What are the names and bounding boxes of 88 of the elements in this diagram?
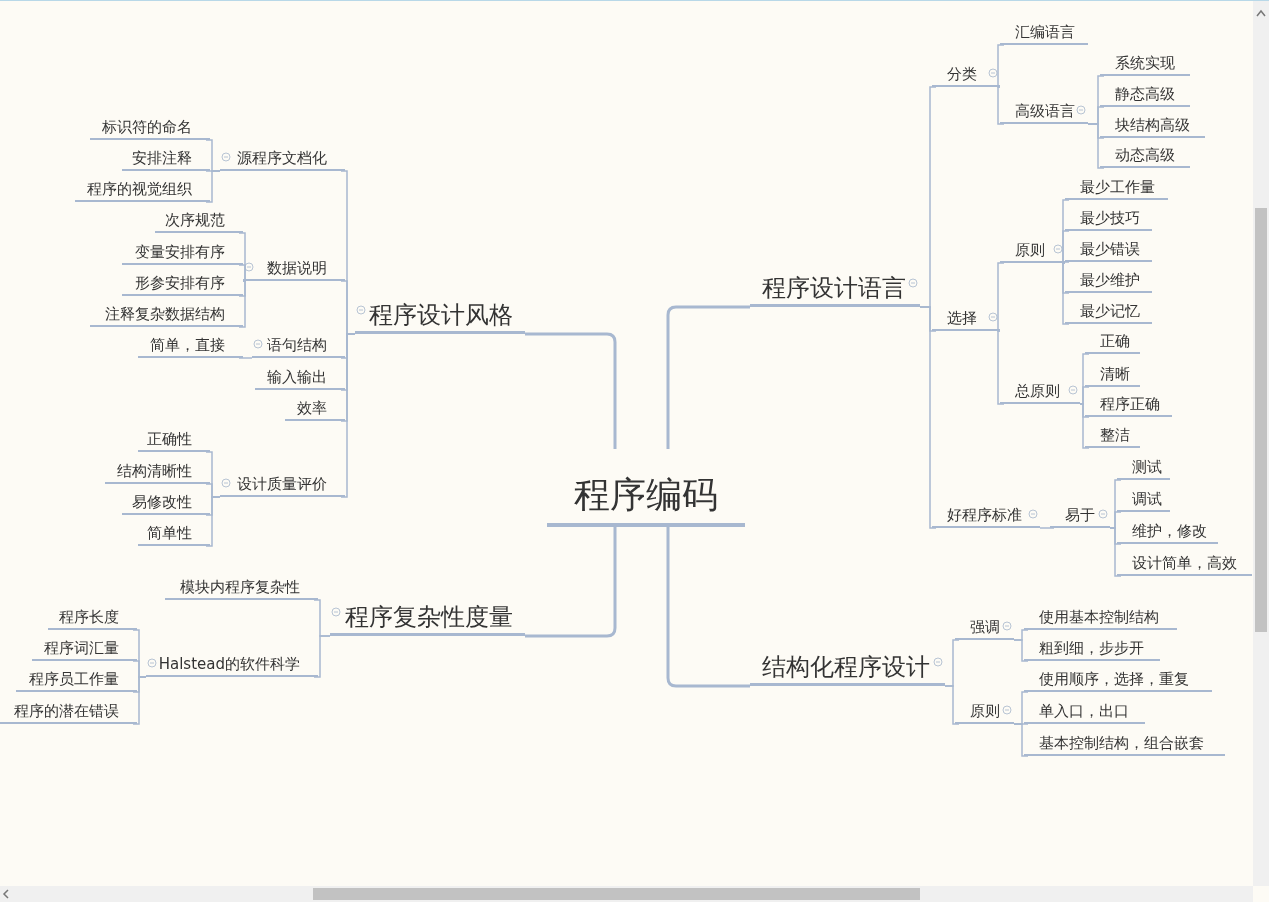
topic-text: 使用顺序，选择，重复 <box>1039 670 1189 687</box>
connector-line <box>525 527 617 638</box>
connector-line <box>1087 123 1105 169</box>
topic-text: 分类 <box>947 65 977 82</box>
topic-text: 安排注释 <box>132 149 192 166</box>
topic-text: 程序的潜在错误 <box>14 702 119 719</box>
topic-text: 基本控制结构，组合嵌套 <box>1039 734 1204 751</box>
topic-text: 调试 <box>1132 490 1162 507</box>
topic-text: 程序长度 <box>59 608 119 625</box>
topic-text: 最少工作量 <box>1080 178 1155 195</box>
connector-line <box>132 676 147 725</box>
topic-text: 形参安排有序 <box>135 274 225 291</box>
connector-line <box>666 527 750 688</box>
topic-text: 结构化程序设计 <box>762 653 930 680</box>
connector-line <box>997 86 1005 125</box>
topic-text: 最少错误 <box>1080 240 1140 257</box>
topic-text: 变量安排有序 <box>135 243 225 260</box>
topic-text: 数据说明 <box>267 259 327 276</box>
connector-line <box>238 280 246 328</box>
connector-line <box>238 264 246 282</box>
topic-text: 维护，修改 <box>1132 522 1207 539</box>
topic-text: 清晰 <box>1100 365 1130 382</box>
topic-text: 输入输出 <box>267 368 327 385</box>
connector-line <box>1013 639 1029 662</box>
topic-text: 程序编码 <box>573 475 719 515</box>
topic-text: 静态高级 <box>1115 85 1175 102</box>
topic-text: 标识符的命名 <box>102 118 192 135</box>
topic-text: 设计质量评价 <box>237 475 327 492</box>
topic-text: 选择 <box>947 309 977 326</box>
connector-line <box>1013 723 1029 757</box>
topic-text: 测试 <box>1132 458 1162 475</box>
topic-text: 程序复杂性度量 <box>345 603 513 630</box>
topic-text: 效率 <box>297 399 327 416</box>
topic-text: 程序设计风格 <box>369 301 513 328</box>
topic-text: 单入口，出口 <box>1039 702 1129 719</box>
topic-text: 模块内程序复杂性 <box>180 578 300 595</box>
topic-text: 好程序标准 <box>947 506 1022 523</box>
connector-line <box>997 330 1005 405</box>
connector-line <box>525 332 617 449</box>
topic-text: 结构清晰性 <box>117 462 192 479</box>
topic-text: 易于 <box>1065 506 1095 523</box>
connector-line <box>944 685 960 725</box>
topic-text: 程序员工作量 <box>29 670 119 687</box>
connector-line <box>1039 527 1055 529</box>
topic-text: 动态高级 <box>1115 146 1175 163</box>
topic-text: 最少记忆 <box>1080 302 1140 319</box>
topic-text: 注释复杂数据结构 <box>105 305 225 322</box>
topic-text: 源程序文档化 <box>237 149 327 166</box>
connector-line <box>313 635 331 678</box>
connector-line <box>997 44 1005 88</box>
connector-line <box>919 306 937 529</box>
topic-text: 块结构高级 <box>1115 116 1190 133</box>
topic-text: Halstead的软件科学 <box>158 655 300 672</box>
topic-text: 语句结构 <box>267 336 327 353</box>
connector-line <box>205 170 221 203</box>
topic-text: 简单性 <box>147 524 192 541</box>
connector-line <box>238 357 253 359</box>
connector-line <box>1062 230 1070 264</box>
connector-line <box>1079 386 1090 405</box>
topic-text: 总原则 <box>1015 382 1060 399</box>
topic-text: 汇编语言 <box>1015 23 1075 40</box>
topic-text: 最少维护 <box>1080 271 1140 288</box>
connector-line <box>205 496 221 547</box>
topic-text: 原则 <box>970 702 1000 719</box>
topic-text: 最少技巧 <box>1080 209 1140 226</box>
topic-text: 高级语言 <box>1015 102 1075 119</box>
topic-text: 次序规范 <box>165 211 225 228</box>
topic-text: 正确 <box>1100 332 1130 349</box>
topic-text: 程序设计语言 <box>762 274 906 301</box>
topic-text: 设计简单，高效 <box>1132 554 1237 571</box>
topic-text: 系统实现 <box>1115 54 1175 71</box>
connector-line <box>1062 261 1070 264</box>
connector-line <box>340 333 356 498</box>
topic-text: 易修改性 <box>132 493 192 510</box>
connector-line <box>666 305 750 449</box>
topic-text: 使用基本控制结构 <box>1039 608 1159 625</box>
topic-text: 原则 <box>1015 241 1045 258</box>
topic-text: 正确性 <box>147 430 192 447</box>
topic-text: 程序正确 <box>1100 395 1160 412</box>
connector-line <box>1062 262 1070 325</box>
topic-text: 粗到细，步步开 <box>1039 639 1144 656</box>
topic-text: 程序的视觉组织 <box>87 180 192 197</box>
topic-text: 程序词汇量 <box>44 639 119 656</box>
topic-text: 强调 <box>970 618 1000 635</box>
topic-text: 整洁 <box>1100 426 1130 443</box>
connector-line <box>997 262 1005 332</box>
connector-line <box>1079 403 1090 449</box>
topic-text: 简单，直接 <box>150 336 225 353</box>
